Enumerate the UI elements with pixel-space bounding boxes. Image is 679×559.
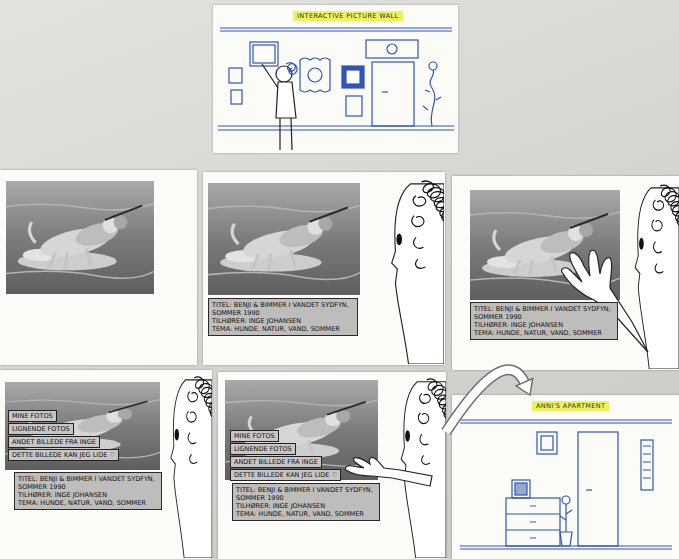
info-line: TEMA: HUNDE, NATUR, VAND, SOMMER — [236, 510, 376, 518]
photo-border — [5, 180, 155, 295]
info-line: TEMA: HUNDE, NATUR, VAND, SOMMER — [212, 325, 354, 333]
panel-heading: ANNI'S APARTMENT — [532, 401, 609, 411]
info-line: TILHØRER: INGE JOHANSEN — [236, 502, 376, 510]
storyboard-panel: TITEL: BENJI & BIMMER I VANDET SYDFYN, S… — [203, 172, 445, 365]
info-line: TILHØRER: INGE JOHANSEN — [18, 491, 158, 499]
panel-heading: INTERACTIVE PICTURE WALL — [293, 11, 403, 21]
menu-option: DETTE BILLEDE KAN JEG LIDE ♡ — [230, 469, 341, 481]
menu-label: LIGNENDE FOTOS — [12, 425, 70, 433]
storyboard-panel — [0, 170, 197, 365]
photo-info-box: TITEL: BENJI & BIMMER I VANDET SYDFYN, S… — [14, 472, 162, 510]
info-line: TEMA: HUNDE, NATUR, VAND, SOMMER — [18, 499, 158, 507]
storyboard-panel: TITEL: BENJI & BIMMER I VANDET SYDFYN, S… — [452, 176, 679, 370]
menu-label: DETTE BILLEDE KAN JEG LIDE ♡ — [234, 471, 337, 479]
arrow-head — [516, 379, 532, 395]
storyboard-panel: INTERACTIVE PICTURE WALL — [213, 5, 458, 153]
menu-label: MINE FOTOS — [12, 412, 53, 420]
storyboard-panel: MINE FOTOS LIGNENDE FOTOS ANDET BILLEDE FR… — [218, 372, 446, 559]
storyboard-panel: ANNI'S APARTMENT — [452, 395, 679, 559]
menu-option: ANDET BILLEDE FRA INGE — [230, 456, 322, 468]
info-line: TITEL: BENJI & BIMMER I VANDET SYDFYN, S… — [236, 486, 376, 502]
menu-option: ANDET BILLEDE FRA INGE — [8, 436, 100, 448]
menu-label: ANDET BILLEDE FRA INGE — [234, 458, 318, 466]
info-line: TITEL: BENJI & BIMMER I VANDET SYDFYN, S… — [212, 301, 354, 317]
info-line: TITEL: BENJI & BIMMER I VANDET SYDFYN, S… — [18, 475, 158, 491]
photo-info-box: TITEL: BENJI & BIMMER I VANDET SYDFYN, S… — [232, 483, 380, 521]
menu-label: DETTE BILLEDE KAN JEG LIDE ♡ — [12, 451, 115, 459]
menu-label: LIGNENDE FOTOS — [234, 445, 292, 453]
dog-photo — [6, 181, 154, 294]
info-line: TITEL: BENJI & BIMMER I VANDET SYDFYN, S… — [474, 305, 614, 321]
info-line: TILHØRER: INGE JOHANSEN — [212, 317, 354, 325]
photo-info-box: TITEL: BENJI & BIMMER I VANDET SYDFYN, S… — [470, 302, 618, 340]
menu-option: DETTE BILLEDE KAN JEG LIDE ♡ — [8, 449, 119, 461]
menu-option: MINE FOTOS — [8, 410, 57, 422]
arrow-heads — [516, 379, 532, 395]
storyboard-panel: MINE FOTOS LIGNENDE FOTOS ANDET BILLEDE FR… — [0, 370, 212, 559]
info-line: TILHØRER: INGE JOHANSEN — [474, 321, 614, 329]
menu-label: ANDET BILLEDE FRA INGE — [12, 438, 96, 446]
menu-option: LIGNENDE FOTOS — [230, 443, 296, 455]
menu-label: MINE FOTOS — [234, 432, 275, 440]
menu-option: MINE FOTOS — [230, 430, 279, 442]
info-line: TEMA: HUNDE, NATUR, VAND, SOMMER — [474, 329, 614, 337]
photo-info-box: TITEL: BENJI & BIMMER I VANDET SYDFYN, S… — [208, 298, 358, 336]
menu-option: LIGNENDE FOTOS — [8, 423, 74, 435]
